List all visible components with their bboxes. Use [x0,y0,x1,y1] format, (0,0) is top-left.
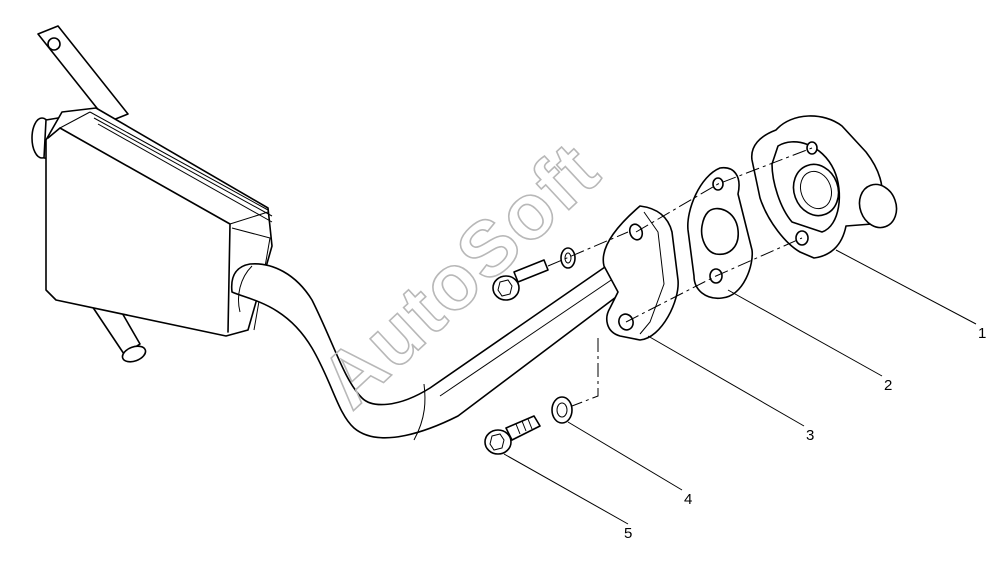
callout-4: 4 [684,491,692,508]
leader-lines [503,249,977,525]
alignment-lines [547,147,813,407]
callout-3: 3 [806,427,814,444]
exhaust-pipe [230,257,637,441]
callout-5: 5 [624,525,632,542]
muffler-body [31,107,273,337]
washer [551,396,573,424]
upper-fasteners [492,247,576,301]
callout-2: 2 [884,377,892,394]
gasket [687,167,754,300]
pipe-flange [602,205,679,341]
bolt [484,415,541,455]
manifold-elbow [751,115,898,259]
callout-1: 1 [978,325,986,342]
